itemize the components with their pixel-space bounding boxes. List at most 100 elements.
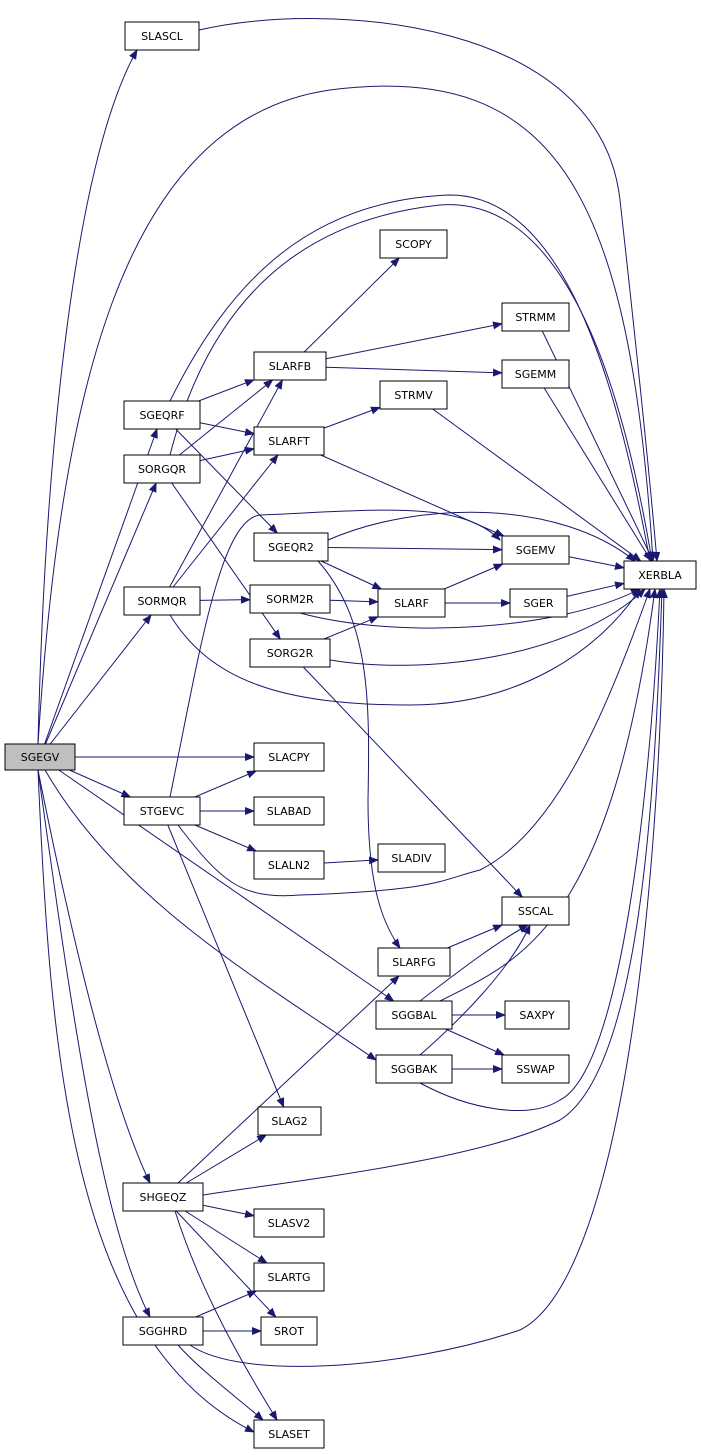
node-scopy[interactable]: SCOPY: [379, 229, 448, 259]
node-slasv2[interactable]: SLASV2: [253, 1208, 325, 1238]
node-sorg2r[interactable]: SORG2R: [249, 638, 331, 668]
node-sorgqr[interactable]: SORGQR: [123, 454, 201, 484]
edge-group: [175, 428, 278, 534]
node-slabad[interactable]: SLABAD: [253, 796, 325, 826]
node-sladiv[interactable]: SLADIV: [377, 843, 446, 873]
edge-sgeqr2-to-slarfg: [317, 560, 401, 949]
edge-sggbal-to-sscal: [419, 924, 529, 1002]
edge-shgeqz-to-srot: [175, 1210, 277, 1318]
edge-group: [195, 1290, 258, 1318]
edge-sgeqr2-to-xerbla: [327, 511, 636, 562]
node-sorm2r[interactable]: SORM2R: [249, 584, 331, 614]
edge-sgegv-to-sggbak: [44, 769, 377, 1061]
node-slarf[interactable]: SLARF: [377, 588, 446, 618]
node-slarfg[interactable]: SLARFG: [377, 947, 451, 977]
edge-group: [419, 588, 664, 1112]
node-box: [501, 1054, 570, 1084]
edge-sgghrd-to-slartg: [195, 1290, 258, 1318]
node-saxpy[interactable]: SAXPY: [504, 1000, 570, 1030]
edge-group: [323, 616, 379, 640]
edge-group: [184, 1210, 268, 1264]
node-label: SGGHRD: [139, 1325, 187, 1338]
node-label: SORGQR: [138, 463, 186, 476]
edge-sormqr-to-sorm2r: [199, 595, 251, 604]
node-strmv[interactable]: STRMV: [379, 380, 448, 410]
node-label: XERBLA: [638, 569, 682, 582]
edge-group: [37, 85, 657, 745]
node-sgeqr2[interactable]: SGEQR2: [253, 532, 329, 562]
edge-group: [419, 924, 529, 1002]
node-label: SGGBAL: [391, 1009, 437, 1022]
node-sggbak[interactable]: SGGBAK: [375, 1054, 453, 1084]
node-label: SLADIV: [391, 852, 432, 865]
node-slacpy[interactable]: SLACPY: [253, 742, 325, 772]
edge-group: [325, 321, 503, 360]
node-box: [257, 1106, 322, 1136]
node-slartg[interactable]: SLARTG: [253, 1262, 325, 1292]
node-sgghrd[interactable]: SGGHRD: [122, 1316, 204, 1346]
edge-group: [199, 595, 251, 604]
node-box: [375, 1000, 453, 1030]
edge-group: [198, 18, 661, 562]
node-slarft[interactable]: SLARFT: [253, 426, 325, 456]
node-slaset[interactable]: SLASET: [253, 1419, 325, 1449]
node-stgevc[interactable]: STGEVC: [123, 796, 201, 826]
edge-group: [303, 257, 401, 353]
node-sgegv[interactable]: SGEGV: [4, 743, 76, 771]
node-strmm[interactable]: STRMM: [501, 302, 570, 332]
edge-slarft-to-strmv: [323, 406, 381, 429]
node-slag2[interactable]: SLAG2: [257, 1106, 322, 1136]
edge-stgevc-to-slag2: [167, 824, 285, 1108]
node-label: SGER: [523, 597, 553, 610]
edge-group: [325, 366, 503, 377]
edge-group: [69, 769, 132, 798]
node-box: [501, 535, 570, 565]
node-sscal[interactable]: SSCAL: [501, 896, 570, 926]
node-xerbla[interactable]: XERBLA: [623, 560, 697, 590]
edge-sgeqr2-to-slarf: [320, 560, 383, 590]
edge-group: [444, 563, 504, 590]
node-box: [377, 843, 446, 873]
node-sswap[interactable]: SSWAP: [501, 1054, 570, 1084]
edge-strmv-to-xerbla: [432, 408, 642, 562]
node-sgeqrf[interactable]: SGEQRF: [123, 400, 201, 430]
edge-group: [302, 666, 523, 898]
edge-group: [432, 408, 642, 562]
edges-layer: [37, 18, 668, 1433]
edge-sgeqrf-to-slarft: [199, 422, 255, 436]
edge-slascl-to-xerbla: [198, 18, 661, 562]
edge-stgevc-to-slaln2: [194, 824, 258, 852]
edge-group: [44, 769, 377, 1061]
node-slaln2[interactable]: SLALN2: [253, 850, 325, 880]
node-slascl[interactable]: SLASCL: [124, 21, 200, 51]
edge-sormqr-to-slarft: [172, 454, 279, 588]
edge-group: [299, 588, 641, 629]
edge-shgeqz-to-slasv2: [202, 1204, 255, 1218]
edge-sger-to-xerbla: [566, 581, 625, 597]
node-label: SLAG2: [271, 1115, 307, 1128]
edge-sgegv-to-shgeqz: [37, 769, 151, 1184]
node-slarfb[interactable]: SLARFB: [253, 351, 327, 381]
edge-sgghrd-to-xerbla: [189, 588, 668, 1367]
node-shgeqz[interactable]: SHGEQZ: [122, 1182, 204, 1212]
edge-sorg2r-to-xerbla: [329, 588, 646, 666]
edge-shgeqz-to-xerbla: [202, 588, 666, 1196]
node-label: SLACPY: [268, 751, 310, 764]
nodes-layer: SGEGV SLASCL SCOPY STRMM SLARFB SGEMM SGEQRF ST…: [4, 21, 697, 1449]
node-sgemm[interactable]: SGEMM: [501, 359, 570, 389]
node-box: [253, 796, 325, 826]
edge-sgegv-to-xerbla: [37, 85, 657, 745]
edge-group: [329, 588, 646, 666]
edge-sgeqrf-to-sgeqr2: [175, 428, 278, 534]
edge-group: [37, 769, 151, 1318]
node-sggbal[interactable]: SGGBAL: [375, 1000, 453, 1030]
node-sgemv[interactable]: SGEMV: [501, 535, 570, 565]
edge-group: [177, 1344, 264, 1421]
edge-stgevc-to-slacpy: [194, 770, 258, 798]
node-sormqr[interactable]: SORMQR: [123, 586, 201, 616]
node-srot[interactable]: SROT: [260, 1316, 318, 1346]
node-box: [253, 850, 325, 880]
node-sger[interactable]: SGER: [509, 588, 568, 618]
node-label: SGEGV: [21, 751, 60, 764]
